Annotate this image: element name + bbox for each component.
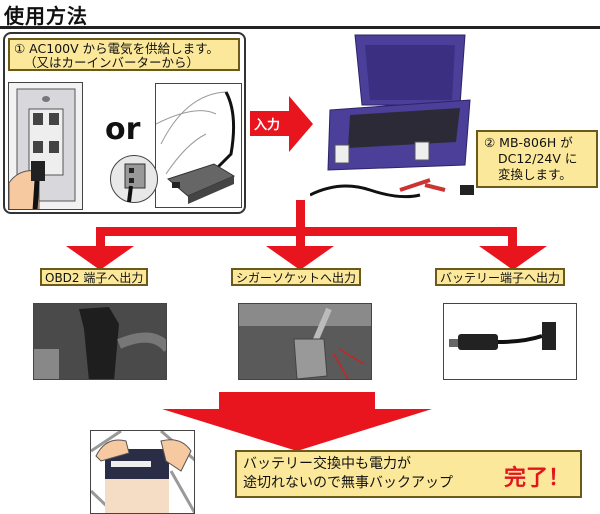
output-label-cigar: シガーソケットへ出力 bbox=[231, 268, 362, 286]
branch-arrow-bar bbox=[96, 227, 517, 236]
arrow-down-icon bbox=[162, 409, 432, 451]
result-label: バッテリー交換中も電力が 途切れないので無事バックアップ 完了！ bbox=[235, 450, 582, 498]
branch-arrow-cigar bbox=[296, 234, 305, 247]
result-arrow bbox=[219, 392, 375, 410]
input-arrow bbox=[250, 111, 290, 136]
step1-label-line2: （又はカーインバーターから） bbox=[24, 55, 200, 70]
input-arrow-head bbox=[289, 96, 313, 152]
step1-label-line1: ① AC100V から電気を供給します。 bbox=[14, 41, 219, 56]
branch-arrow-battery bbox=[508, 234, 517, 247]
mb-806h-case-photo bbox=[309, 30, 474, 199]
or-text: or bbox=[105, 112, 141, 147]
step2-label-line3: 変換します。 bbox=[498, 167, 572, 182]
branch-arrow-stem bbox=[296, 200, 305, 230]
arrow-down-icon bbox=[479, 246, 547, 270]
result-line2: 途切れないので無事バックアップ bbox=[243, 475, 453, 491]
step1-label: ① AC100V から電気を供給します。 （又はカーインバーターから） bbox=[8, 38, 240, 71]
result-line1: バッテリー交換中も電力が bbox=[243, 456, 411, 472]
branch-arrow-obd2 bbox=[96, 234, 105, 247]
result-emphasis: 完了！ bbox=[503, 466, 570, 491]
output-label-obd2: OBD2 端子へ出力 bbox=[40, 268, 149, 286]
battery-terminal-cable-photo bbox=[443, 303, 577, 380]
page-title: 使用方法 bbox=[4, 4, 88, 28]
arrow-down-icon bbox=[266, 246, 334, 270]
car-inverter-photo bbox=[155, 83, 242, 208]
battery-replacement-illustration bbox=[90, 430, 195, 514]
wall-outlet-plug-photo bbox=[8, 82, 83, 210]
cigar-socket-photo bbox=[238, 303, 372, 380]
obd2-connector-photo bbox=[33, 303, 167, 380]
inverter-closeup-circle bbox=[110, 155, 158, 203]
arrow-down-icon bbox=[66, 246, 134, 270]
step2-label-line1: ② MB-806H が bbox=[484, 135, 573, 150]
step2-label-line2: DC12/24V に bbox=[498, 151, 578, 166]
input-arrow-label: 入力 bbox=[254, 118, 281, 133]
title-divider bbox=[0, 26, 600, 29]
output-label-battery: バッテリー端子へ出力 bbox=[435, 268, 566, 286]
step2-label: ② MB-806H が DC12/24V に 変換します。 bbox=[476, 130, 598, 188]
